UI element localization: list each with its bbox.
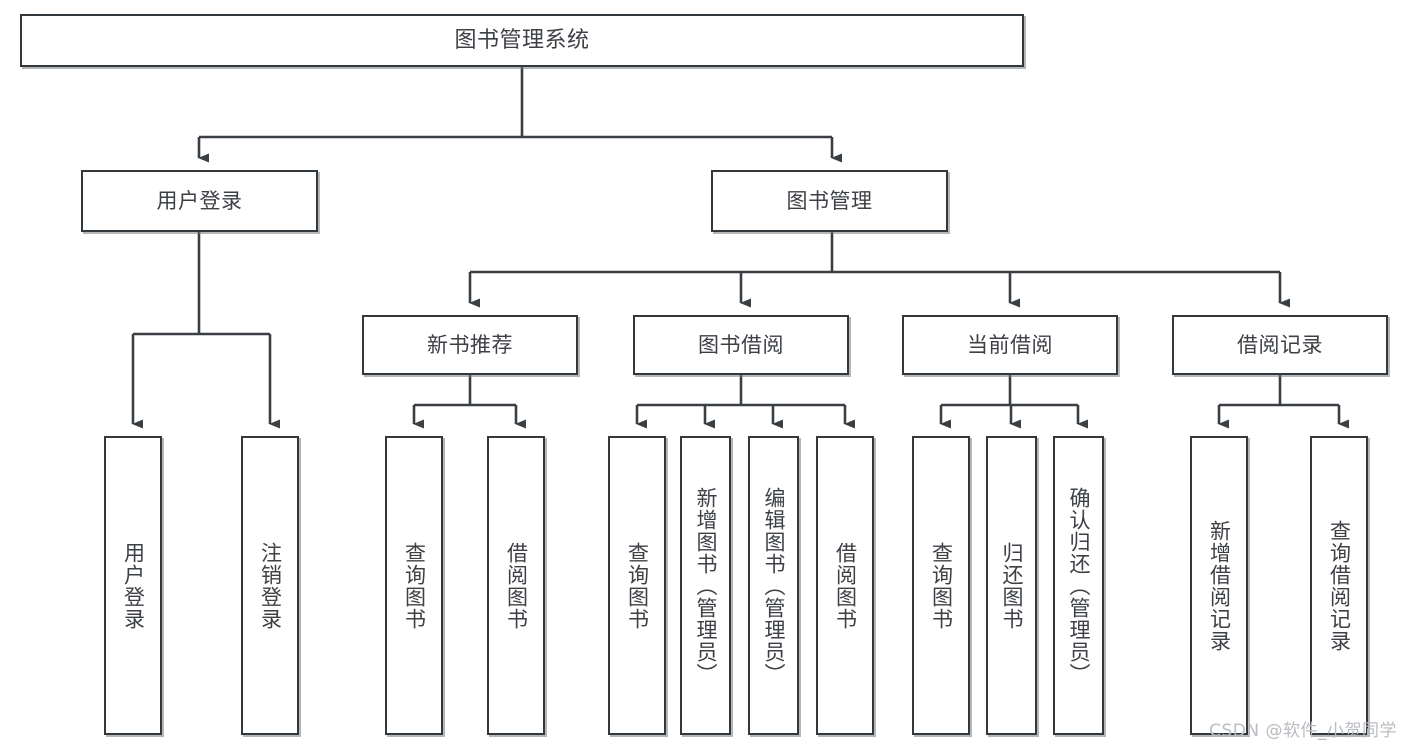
node-leaf-borrow-book-rec[interactable]: 借阅图书 <box>487 436 545 735</box>
node-borrow-record[interactable]: 借阅记录 <box>1172 315 1388 375</box>
node-leaf-confirm-return-label: 确认归还（管理员） <box>1067 486 1091 685</box>
node-leaf-user-login[interactable]: 用户登录 <box>104 436 162 735</box>
node-leaf-return-book-label: 归还图书 <box>1000 541 1024 630</box>
node-leaf-query-book-cur[interactable]: 查询图书 <box>912 436 970 735</box>
node-leaf-return-book[interactable]: 归还图书 <box>986 436 1037 735</box>
node-book-manage-label: 图书管理 <box>786 188 873 213</box>
node-leaf-query-book-cur-label: 查询图书 <box>929 541 954 630</box>
node-leaf-query-book-label: 查询图书 <box>625 541 650 630</box>
node-leaf-borrow-book-label: 借阅图书 <box>833 541 858 630</box>
node-leaf-user-login-label: 用户登录 <box>121 541 146 630</box>
node-leaf-logout-label: 注销登录 <box>258 541 283 630</box>
node-leaf-confirm-return[interactable]: 确认归还（管理员） <box>1053 436 1104 735</box>
node-leaf-edit-book[interactable]: 编辑图书（管理员） <box>748 436 799 735</box>
node-leaf-borrow-book-rec-label: 借阅图书 <box>504 541 529 630</box>
node-borrow-record-label: 借阅记录 <box>1237 332 1323 357</box>
node-current-borrow-label: 当前借阅 <box>967 332 1053 357</box>
node-leaf-add-book[interactable]: 新增图书（管理员） <box>680 436 731 735</box>
watermark-text: CSDN @软件_小贺同学 <box>1209 721 1397 741</box>
node-book-borrow[interactable]: 图书借阅 <box>633 315 849 375</box>
node-leaf-query-record-label: 查询借阅记录 <box>1327 519 1352 652</box>
node-leaf-query-book[interactable]: 查询图书 <box>608 436 666 735</box>
node-leaf-query-record[interactable]: 查询借阅记录 <box>1310 436 1368 735</box>
node-leaf-borrow-book[interactable]: 借阅图书 <box>816 436 874 735</box>
node-leaf-edit-book-label: 编辑图书（管理员） <box>762 486 786 685</box>
node-book-borrow-label: 图书借阅 <box>698 332 784 357</box>
node-new-book-recommend-label: 新书推荐 <box>427 332 513 357</box>
node-user-login[interactable]: 用户登录 <box>81 170 318 232</box>
node-leaf-add-record-label: 新增借阅记录 <box>1207 519 1232 652</box>
node-current-borrow[interactable]: 当前借阅 <box>902 315 1118 375</box>
node-book-manage[interactable]: 图书管理 <box>711 170 948 232</box>
node-new-book-recommend[interactable]: 新书推荐 <box>362 315 578 375</box>
node-leaf-query-book-rec-label: 查询图书 <box>402 541 427 630</box>
node-root-label: 图书管理系统 <box>454 27 590 53</box>
node-leaf-add-record[interactable]: 新增借阅记录 <box>1190 436 1248 735</box>
node-root[interactable]: 图书管理系统 <box>20 14 1024 67</box>
node-leaf-query-book-rec[interactable]: 查询图书 <box>385 436 443 735</box>
node-leaf-logout[interactable]: 注销登录 <box>241 436 299 735</box>
node-user-login-label: 用户登录 <box>156 188 243 213</box>
node-leaf-add-book-label: 新增图书（管理员） <box>694 486 718 685</box>
